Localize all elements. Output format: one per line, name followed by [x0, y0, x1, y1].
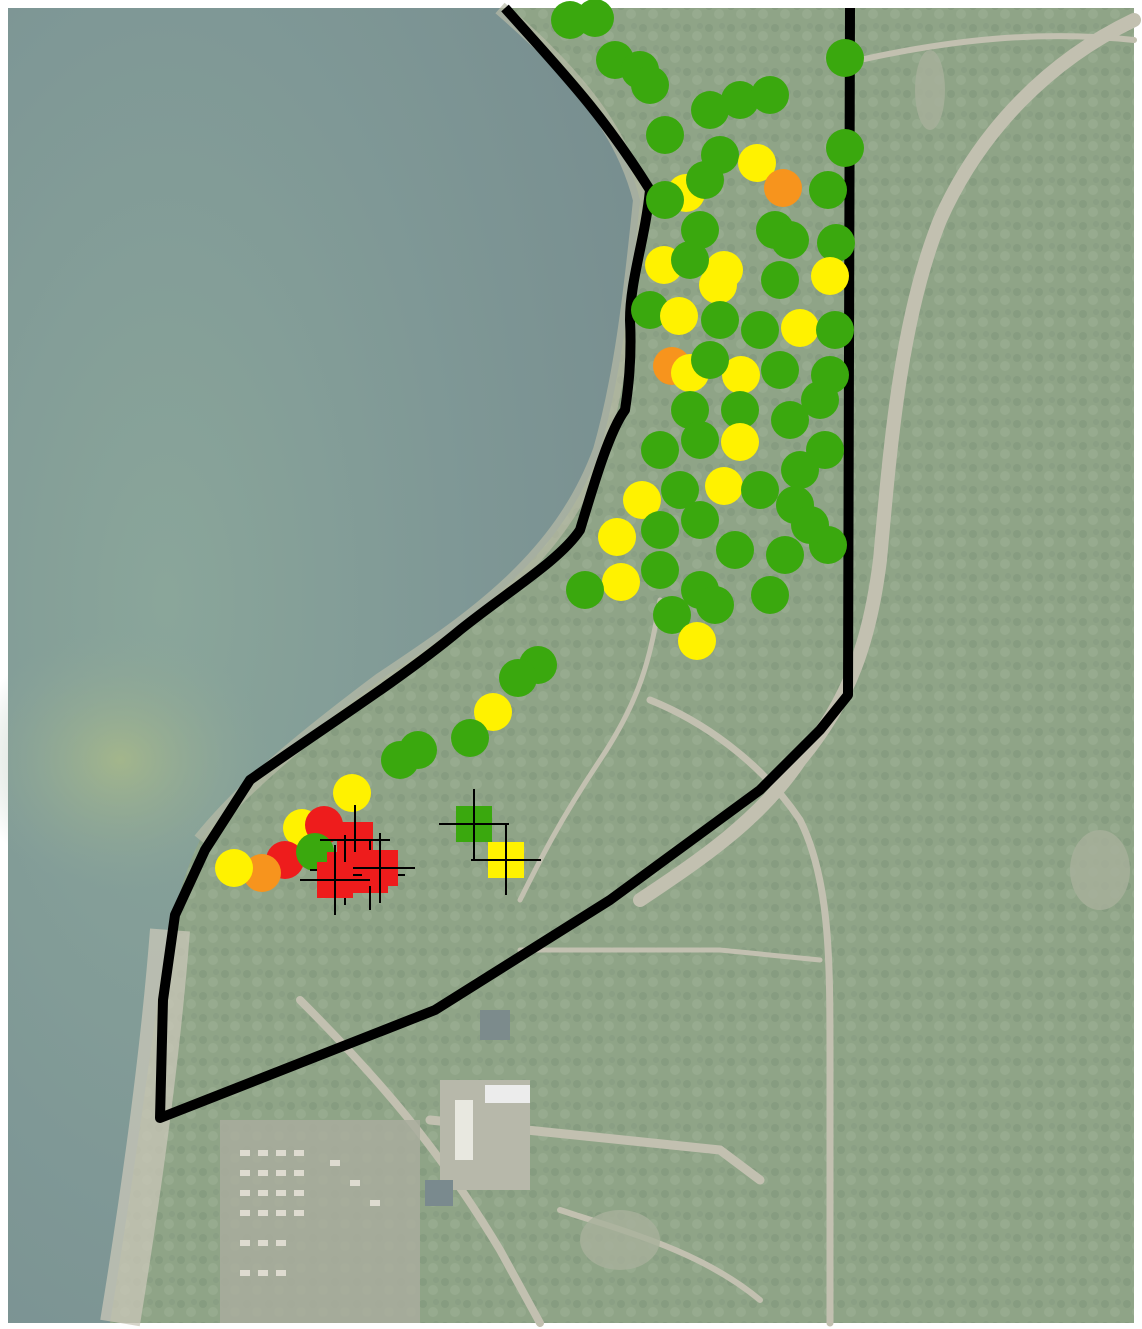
survey-point-green[interactable]: [771, 221, 809, 259]
survey-point-orange[interactable]: [764, 169, 802, 207]
survey-point-yellow[interactable]: [660, 297, 698, 335]
survey-point-yellow[interactable]: [333, 774, 371, 812]
survey-point-green[interactable]: [499, 659, 537, 697]
survey-point-green[interactable]: [751, 576, 789, 614]
survey-point-green[interactable]: [631, 66, 669, 104]
survey-point-green[interactable]: [701, 301, 739, 339]
town-area: [220, 1010, 530, 1323]
survey-point-green[interactable]: [296, 833, 334, 871]
survey-point-green[interactable]: [809, 171, 847, 209]
survey-point-green[interactable]: [646, 116, 684, 154]
survey-point-yellow[interactable]: [781, 309, 819, 347]
survey-square-red[interactable]: [345, 833, 415, 903]
survey-point-yellow[interactable]: [811, 257, 849, 295]
survey-point-green[interactable]: [381, 741, 419, 779]
survey-point-yellow[interactable]: [738, 144, 776, 182]
survey-point-yellow[interactable]: [215, 849, 253, 887]
survey-point-green[interactable]: [761, 261, 799, 299]
survey-point-yellow[interactable]: [699, 266, 737, 304]
survey-point-green[interactable]: [696, 586, 734, 624]
survey-point-green[interactable]: [817, 224, 855, 262]
survey-point-green[interactable]: [691, 91, 729, 129]
survey-point-green[interactable]: [791, 506, 829, 544]
lake-water: [8, 8, 640, 1323]
survey-point-yellow[interactable]: [705, 467, 743, 505]
survey-point-green[interactable]: [741, 471, 779, 509]
survey-point-yellow[interactable]: [602, 563, 640, 601]
survey-point-yellow[interactable]: [722, 356, 760, 394]
survey-square-yellow[interactable]: [471, 825, 541, 895]
survey-point-green[interactable]: [716, 531, 754, 569]
survey-point-green[interactable]: [816, 311, 854, 349]
survey-point-yellow[interactable]: [474, 693, 512, 731]
square-marker-layer: [300, 789, 541, 915]
survey-point-green[interactable]: [761, 351, 799, 389]
survey-square-green[interactable]: [439, 789, 509, 859]
survey-point-green[interactable]: [671, 241, 709, 279]
survey-point-green[interactable]: [721, 391, 759, 429]
survey-point-green[interactable]: [681, 421, 719, 459]
survey-point-green[interactable]: [741, 311, 779, 349]
survey-point-green[interactable]: [751, 76, 789, 114]
survey-point-green[interactable]: [653, 596, 691, 634]
survey-point-green[interactable]: [631, 291, 669, 329]
survey-point-green[interactable]: [641, 431, 679, 469]
survey-point-green[interactable]: [826, 39, 864, 77]
circle-marker-layer: [215, 0, 864, 892]
clearings: [580, 50, 1130, 1270]
survey-point-green[interactable]: [721, 81, 759, 119]
survey-point-green[interactable]: [691, 341, 729, 379]
survey-point-green[interactable]: [681, 501, 719, 539]
survey-point-green[interactable]: [826, 129, 864, 167]
survey-point-green[interactable]: [771, 401, 809, 439]
survey-point-green[interactable]: [576, 0, 614, 37]
survey-point-yellow[interactable]: [678, 622, 716, 660]
survey-point-green[interactable]: [641, 551, 679, 589]
survey-point-green[interactable]: [646, 181, 684, 219]
survey-point-yellow[interactable]: [598, 518, 636, 556]
survey-point-green[interactable]: [686, 161, 724, 199]
survey-point-orange[interactable]: [243, 854, 281, 892]
survey-point-green[interactable]: [451, 719, 489, 757]
survey-point-green[interactable]: [781, 451, 819, 489]
survey-point-green[interactable]: [681, 211, 719, 249]
survey-point-yellow[interactable]: [623, 481, 661, 519]
survey-square-red[interactable]: [300, 845, 370, 915]
survey-point-green[interactable]: [671, 391, 709, 429]
survey-point-green[interactable]: [766, 536, 804, 574]
survey-point-green[interactable]: [661, 471, 699, 509]
sediment-plume: [0, 630, 270, 890]
survey-point-green[interactable]: [801, 381, 839, 419]
survey-point-yellow[interactable]: [721, 423, 759, 461]
survey-point-green[interactable]: [641, 511, 679, 549]
survey-point-green[interactable]: [566, 571, 604, 609]
